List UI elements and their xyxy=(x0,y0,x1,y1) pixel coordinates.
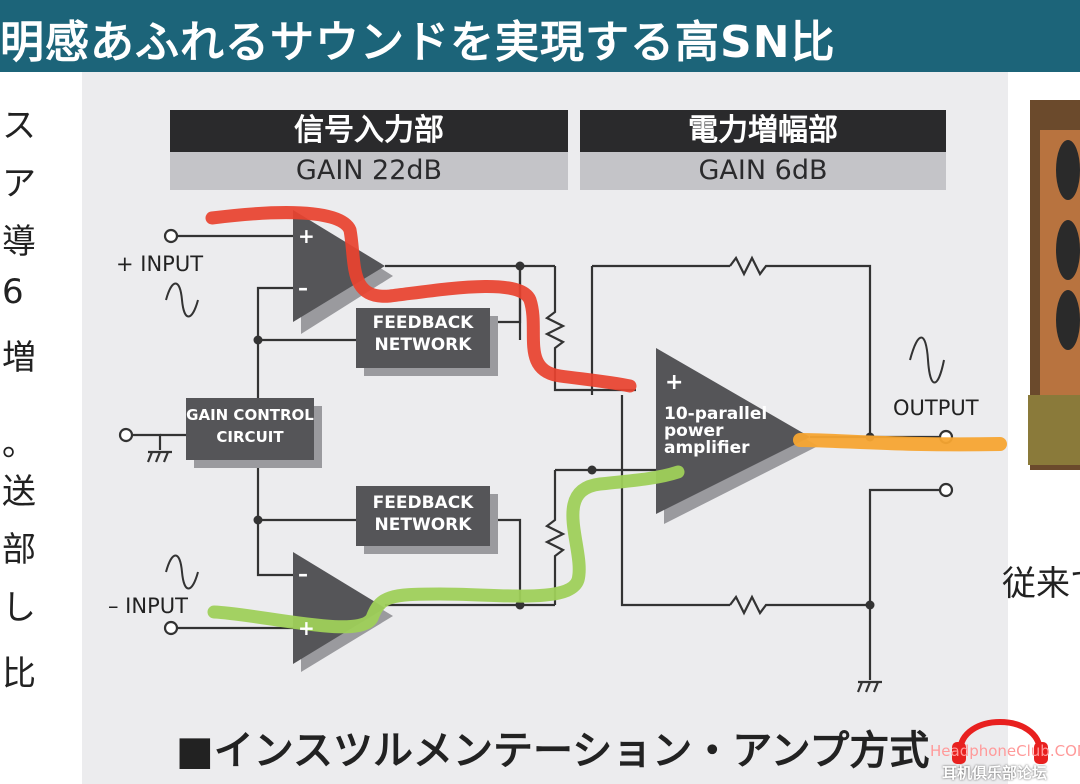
left-text-column: ス ア 導 6 増 。 送 部 し 比 xyxy=(0,72,82,784)
left-char: ス xyxy=(2,106,36,146)
top-opamp-minus: – xyxy=(298,276,308,300)
title-banner: 明感あふれるサウンドを実現する高SN比 xyxy=(0,0,1080,72)
side-text: 従来で xyxy=(1002,564,1080,604)
sine-wave-icon xyxy=(165,554,199,590)
ground-terminal xyxy=(118,427,134,443)
power-amp-label: 10-parallel power amplifier xyxy=(664,404,768,458)
left-char: 。 xyxy=(2,424,36,464)
plus-input-terminal xyxy=(163,228,179,244)
sine-wave-icon xyxy=(165,282,199,318)
watermark-line1: HeadphoneClub.COM xyxy=(930,742,1080,760)
left-char: ア xyxy=(2,164,36,204)
stage-gain-power: GAIN 6dB xyxy=(580,152,946,190)
left-char: 比 xyxy=(2,654,36,694)
stage-header-power: 電力増幅部 xyxy=(580,110,946,152)
minus-input-terminal xyxy=(163,620,179,636)
orange-signal-path xyxy=(793,433,1007,452)
feedback-network-bottom: FEEDBACK NETWORK xyxy=(356,486,490,546)
red-signal-path xyxy=(205,206,637,393)
bottom-opamp xyxy=(293,552,393,672)
output-label: OUTPUT xyxy=(893,396,979,420)
minus-input-label: – INPUT xyxy=(108,594,188,618)
watermark-line2: 耳机俱乐部论坛 xyxy=(942,764,1048,782)
stage-gain-input: GAIN 22dB xyxy=(170,152,568,190)
plus-input-label: + INPUT xyxy=(116,252,204,276)
sine-wave-icon xyxy=(909,336,945,384)
left-char: 部 xyxy=(2,530,36,570)
left-char: 送 xyxy=(2,472,36,512)
gain-control-circuit: GAIN CONTROL CIRCUIT xyxy=(186,398,314,460)
top-opamp xyxy=(293,210,393,334)
bottom-opamp-plus: + xyxy=(298,616,315,640)
diagram-caption: ■インスツルメンテーション・アンプ方式 xyxy=(176,728,930,774)
left-char: 導 xyxy=(2,222,36,262)
top-opamp-plus: + xyxy=(298,224,315,248)
left-char: 6 xyxy=(2,272,24,312)
watermark: HeadphoneClub.COM 耳机俱乐部论坛 xyxy=(930,720,1080,784)
power-amplifier xyxy=(656,348,818,524)
stage-header-input: 信号入力部 xyxy=(170,110,568,152)
output-return-terminal xyxy=(938,482,954,498)
amplifier-photo xyxy=(1028,100,1080,470)
bottom-opamp-minus: – xyxy=(298,562,308,586)
power-amp-plus: + xyxy=(665,370,684,395)
left-char: し xyxy=(2,588,36,628)
headphone-icon xyxy=(952,719,1048,764)
feedback-network-top: FEEDBACK NETWORK xyxy=(356,308,490,368)
green-signal-path xyxy=(207,465,685,634)
left-char: 増 xyxy=(2,338,36,378)
banner-title: 明感あふれるサウンドを実現する高SN比 xyxy=(0,17,836,68)
